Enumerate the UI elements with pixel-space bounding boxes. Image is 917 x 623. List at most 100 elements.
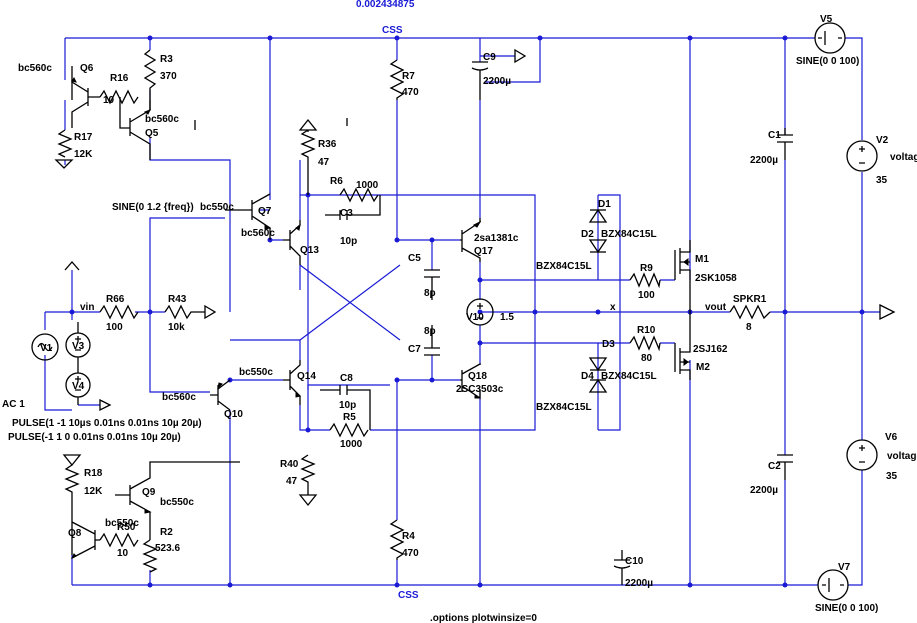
r6-value: 1000 bbox=[356, 180, 379, 191]
r36-name: R36 bbox=[318, 139, 337, 150]
sim-value: 0.002434875 bbox=[356, 0, 415, 10]
source-V10 bbox=[466, 298, 494, 326]
r50-name: R50 bbox=[117, 522, 136, 533]
q5-model: bc560c bbox=[145, 114, 179, 125]
resistor-R40 bbox=[300, 454, 316, 495]
diode-D2 bbox=[588, 239, 608, 254]
net-vin: vin bbox=[80, 302, 94, 313]
transistor-Q9 bbox=[115, 461, 240, 540]
transistor-symbols[interactable] bbox=[70, 66, 691, 560]
q5-name: Q5 bbox=[145, 128, 159, 139]
spkr1-name: SPKR1 bbox=[733, 294, 767, 305]
v5-name: V5 bbox=[820, 14, 833, 25]
r9-name: R9 bbox=[640, 263, 653, 274]
resistor-R43 bbox=[164, 304, 205, 320]
q8-model: bc550c bbox=[105, 518, 139, 529]
r18-value: 12K bbox=[84, 486, 103, 497]
capacitor-symbols[interactable] bbox=[320, 61, 793, 585]
r5-name: R5 bbox=[343, 412, 356, 423]
source-V7 bbox=[817, 569, 849, 601]
resistor-symbols[interactable] bbox=[57, 49, 771, 573]
resistor-R7 bbox=[389, 59, 405, 100]
r17-name: R17 bbox=[74, 132, 93, 143]
resistor-R36 bbox=[300, 129, 316, 195]
v6-name: V6 bbox=[885, 432, 898, 443]
transistor-Q13 bbox=[283, 220, 301, 265]
r66-value: 100 bbox=[106, 322, 123, 333]
resistor-R16 bbox=[99, 89, 139, 105]
r43-name: R43 bbox=[168, 294, 187, 305]
q13-name: Q13 bbox=[300, 245, 319, 256]
resistor-R50 bbox=[99, 532, 139, 548]
transistor-Q5 bbox=[119, 97, 152, 160]
q7-model: bc550c bbox=[200, 202, 234, 213]
transistor-Q7 bbox=[225, 193, 272, 240]
source-V1 bbox=[31, 333, 59, 361]
r6-name: R6 bbox=[330, 176, 343, 187]
v3-name: V3 bbox=[72, 341, 85, 352]
resistor-R6 bbox=[339, 187, 379, 203]
q14-name: Q14 bbox=[297, 371, 316, 382]
r10-name: R10 bbox=[637, 325, 656, 336]
r40-name: R40 bbox=[280, 459, 299, 470]
diode-D4 bbox=[588, 378, 608, 393]
m2-model: 2SJ162 bbox=[693, 344, 728, 355]
r9-value: 100 bbox=[638, 290, 655, 301]
d1-name: D1 bbox=[598, 199, 611, 210]
resistor-R66 bbox=[99, 304, 139, 320]
capacitor-C7 bbox=[424, 325, 440, 356]
c7-value: 8p bbox=[424, 326, 436, 337]
r43-value: 10k bbox=[168, 322, 185, 333]
junctions bbox=[69, 35, 865, 588]
source-V6 bbox=[846, 439, 878, 471]
v10-value: 1.5 bbox=[500, 312, 514, 323]
transistor-Q8 bbox=[70, 521, 100, 560]
q9-model: bc550c bbox=[160, 497, 194, 508]
diode-D3 bbox=[588, 357, 608, 372]
r2-name: R2 bbox=[160, 527, 173, 538]
v1-name: V1 bbox=[40, 343, 53, 354]
c1-value: 2200µ bbox=[750, 155, 778, 166]
c9-value: 2200µ bbox=[483, 76, 511, 87]
r50-value: 10 bbox=[117, 548, 129, 559]
r66-name: R66 bbox=[106, 294, 125, 305]
r17-value: 12K bbox=[74, 149, 93, 160]
v3-value: PULSE(1 -1 10µs 0.01ns 0.01ns 10µ 20µ) bbox=[12, 418, 202, 429]
transistor-Q14 bbox=[283, 360, 302, 405]
c5-value: 8p bbox=[424, 288, 436, 299]
sine-freq-directive: SINE(0 1.2 {freq}) bbox=[112, 202, 194, 213]
d1-model: BZX84C15L bbox=[536, 261, 592, 272]
net-css-bottom: CSS bbox=[398, 590, 419, 601]
voltage-sources[interactable] bbox=[31, 22, 878, 601]
c2-value: 2200µ bbox=[750, 485, 778, 496]
capacitor-C5 bbox=[424, 269, 440, 300]
c8-name: C8 bbox=[340, 373, 353, 384]
diode-symbols[interactable] bbox=[588, 208, 608, 393]
capacitor-C3 bbox=[325, 195, 381, 220]
transistor-M1 bbox=[674, 240, 691, 312]
v5-value: SINE(0 0 100) bbox=[796, 56, 859, 67]
m2-name: M2 bbox=[696, 362, 710, 373]
source-V2 bbox=[846, 140, 878, 172]
r10-value: 80 bbox=[641, 353, 653, 364]
q6-model: bc560c bbox=[18, 63, 52, 74]
transistor-Q10 bbox=[210, 379, 231, 411]
q8-name: Q8 bbox=[68, 528, 82, 539]
v1-value: AC 1 bbox=[2, 399, 25, 410]
resistor-R9 bbox=[629, 272, 661, 289]
r2-value: 523.6 bbox=[155, 543, 180, 554]
resistor-R17 bbox=[57, 129, 73, 158]
r16-value: 10 bbox=[103, 95, 115, 106]
v6-val2: 35 bbox=[886, 471, 898, 482]
d2-name: D2 bbox=[581, 229, 594, 240]
net-vout: vout bbox=[705, 302, 727, 313]
r16-name: R16 bbox=[110, 73, 129, 84]
v4-value: PULSE(-1 1 0 0.01ns 0.01ns 10µ 20µ) bbox=[8, 432, 181, 443]
q13-model: bc560c bbox=[241, 228, 275, 239]
d3-model: BZX84C15L bbox=[536, 402, 592, 413]
capacitor-C9 bbox=[471, 61, 489, 100]
m1-name: M1 bbox=[695, 254, 709, 265]
resistor-R4 bbox=[389, 519, 405, 560]
source-V5 bbox=[814, 22, 846, 54]
